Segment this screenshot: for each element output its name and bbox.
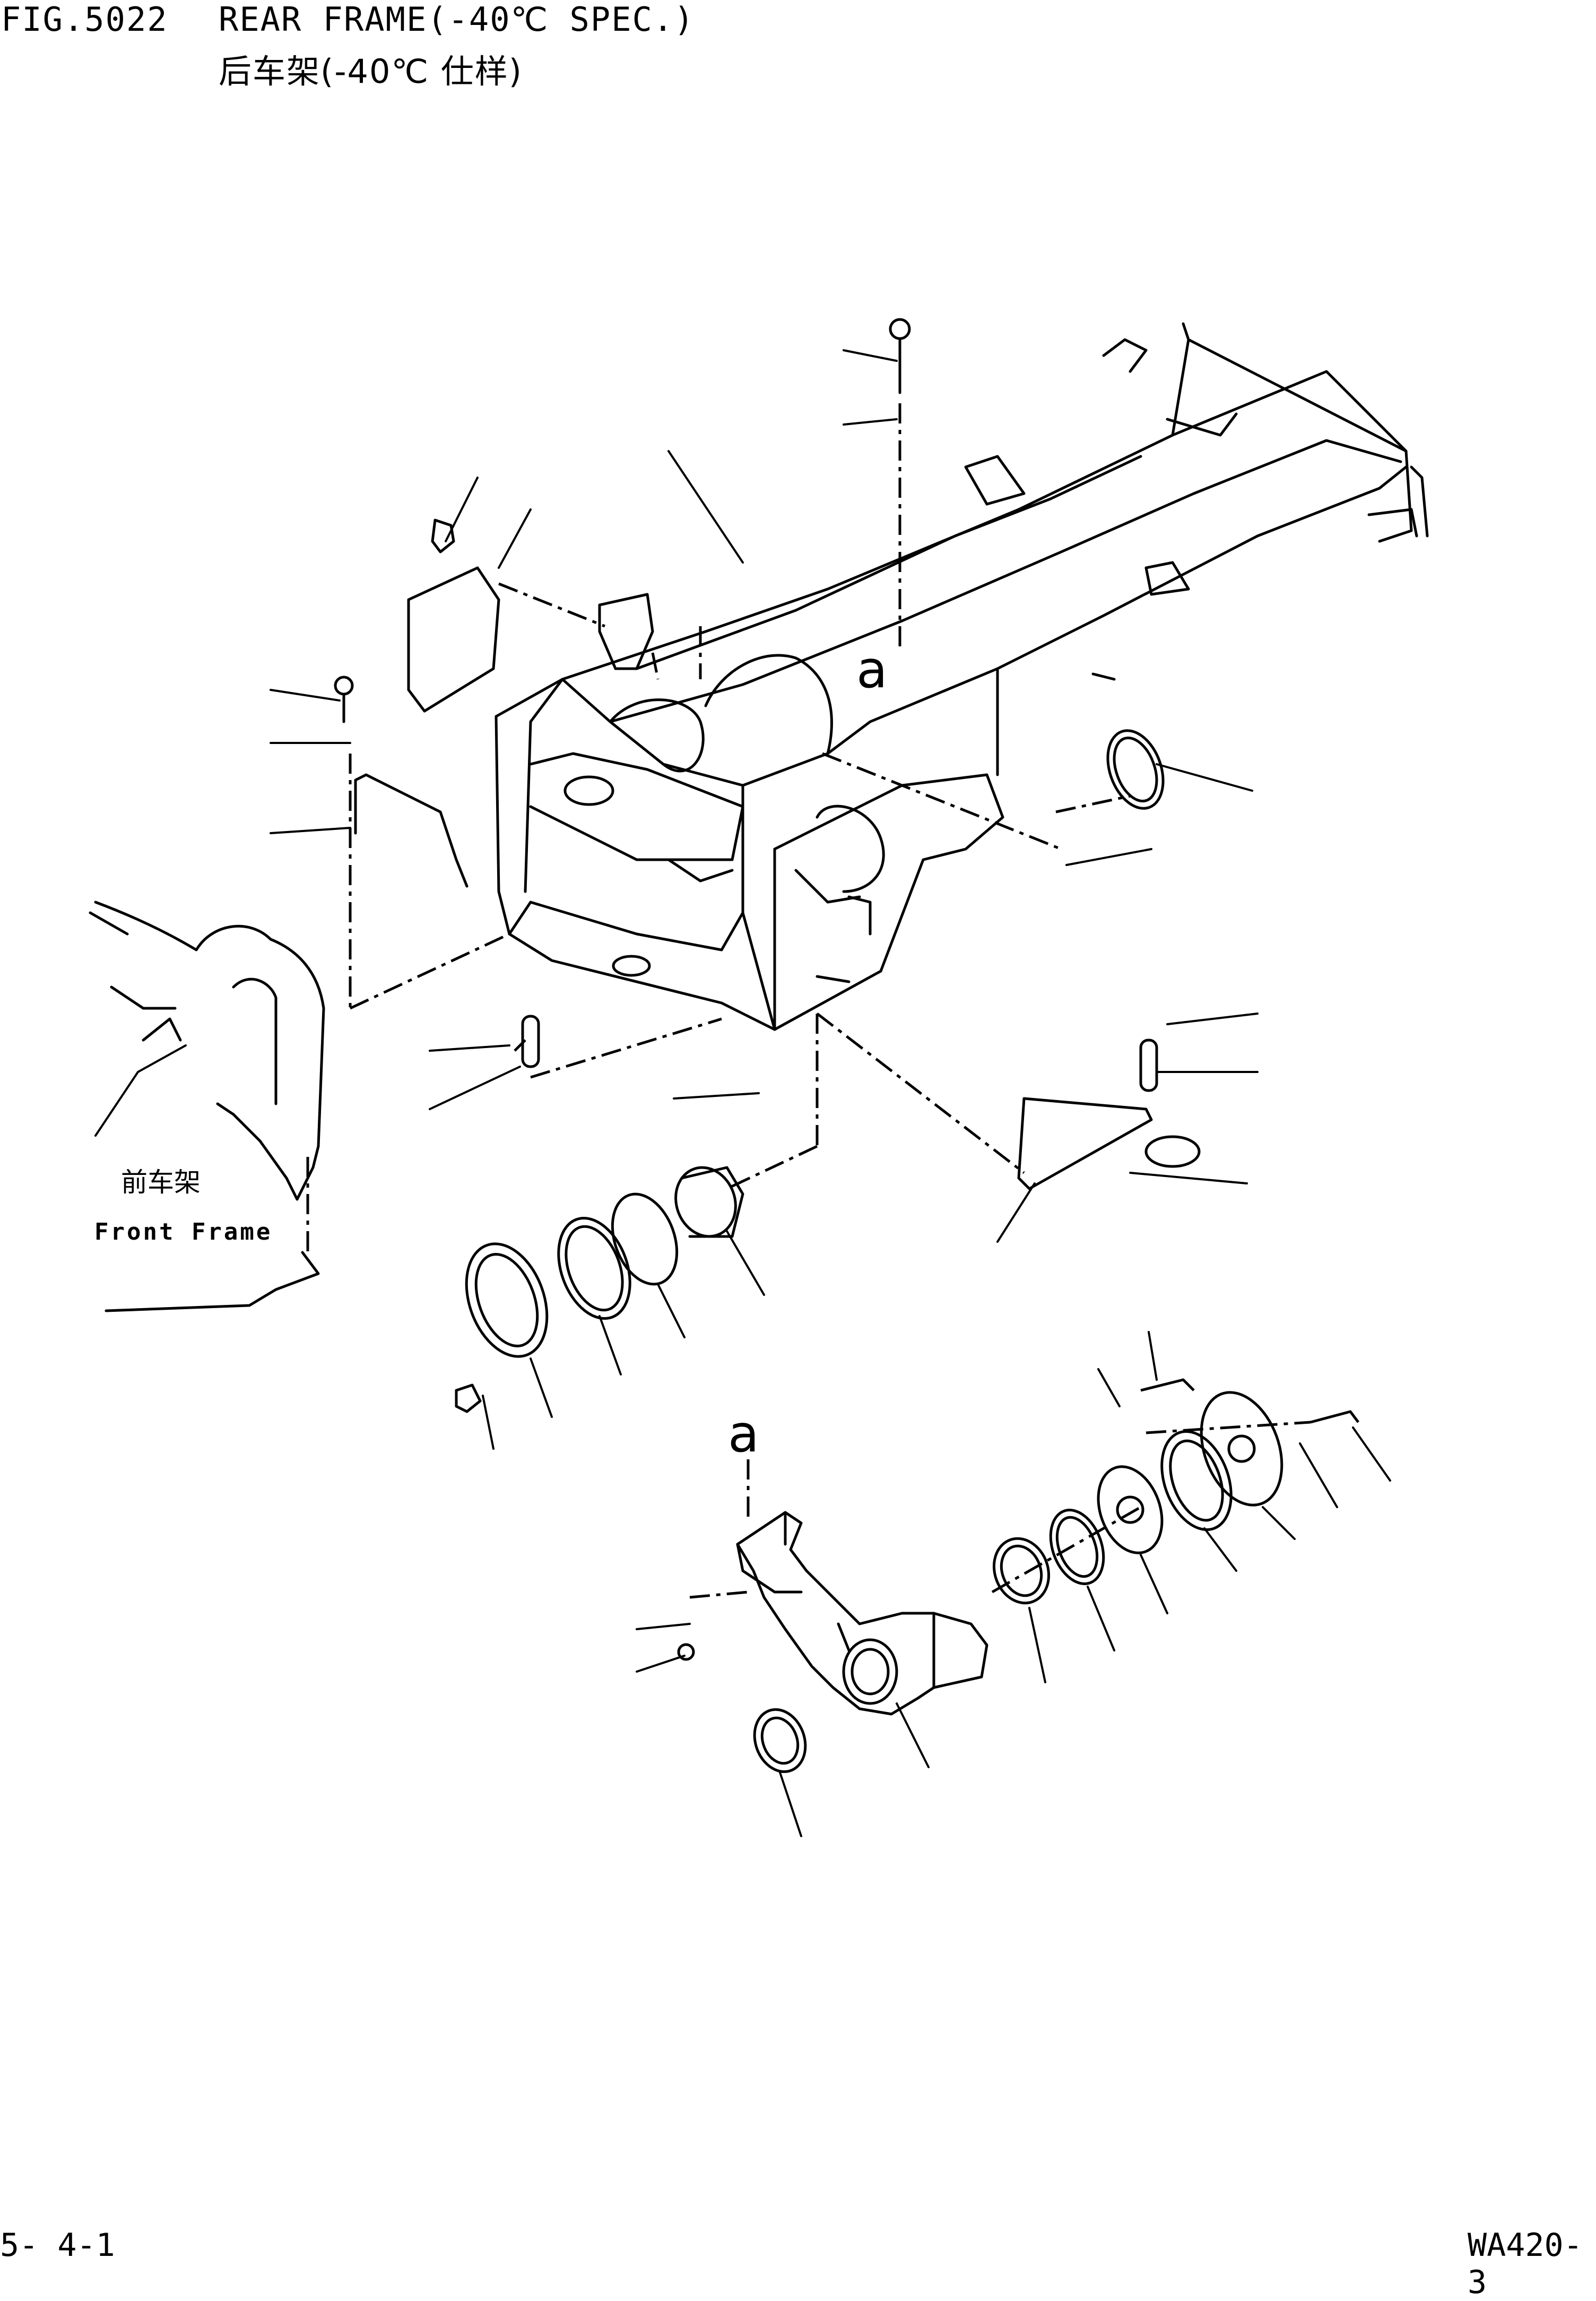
handrail [354, 773, 469, 888]
axle-support-bracket [736, 1511, 988, 1774]
cover-plate [407, 566, 500, 713]
reference-mark-a-lower: a [728, 1404, 759, 1464]
pins-and-bushings [521, 1015, 1201, 1190]
reference-mark-a-upper: a [856, 640, 888, 699]
seal-rings [465, 1166, 744, 1358]
model-code: WA420-3 [1468, 2227, 1583, 2301]
front-frame-label-chinese: 前车架 [121, 1167, 201, 1198]
leader-lines [270, 349, 1391, 1837]
front-frame-outline [89, 901, 325, 1312]
figure-number: FIG.5022 [1, 0, 168, 39]
bearing-assembly [992, 729, 1283, 1605]
rear-frame-drawing [495, 322, 1429, 1031]
page-number: 5- 4-1 [0, 2227, 115, 2264]
bolts [334, 318, 1359, 1661]
alignment-lines [306, 403, 1311, 1599]
figure-title-english: REAR FRAME(-40℃ SPEC.) [219, 0, 695, 39]
figure-title-chinese: 后车架(-40℃ 仕样) [219, 52, 523, 91]
front-frame-label-english: Front Frame [94, 1218, 273, 1245]
